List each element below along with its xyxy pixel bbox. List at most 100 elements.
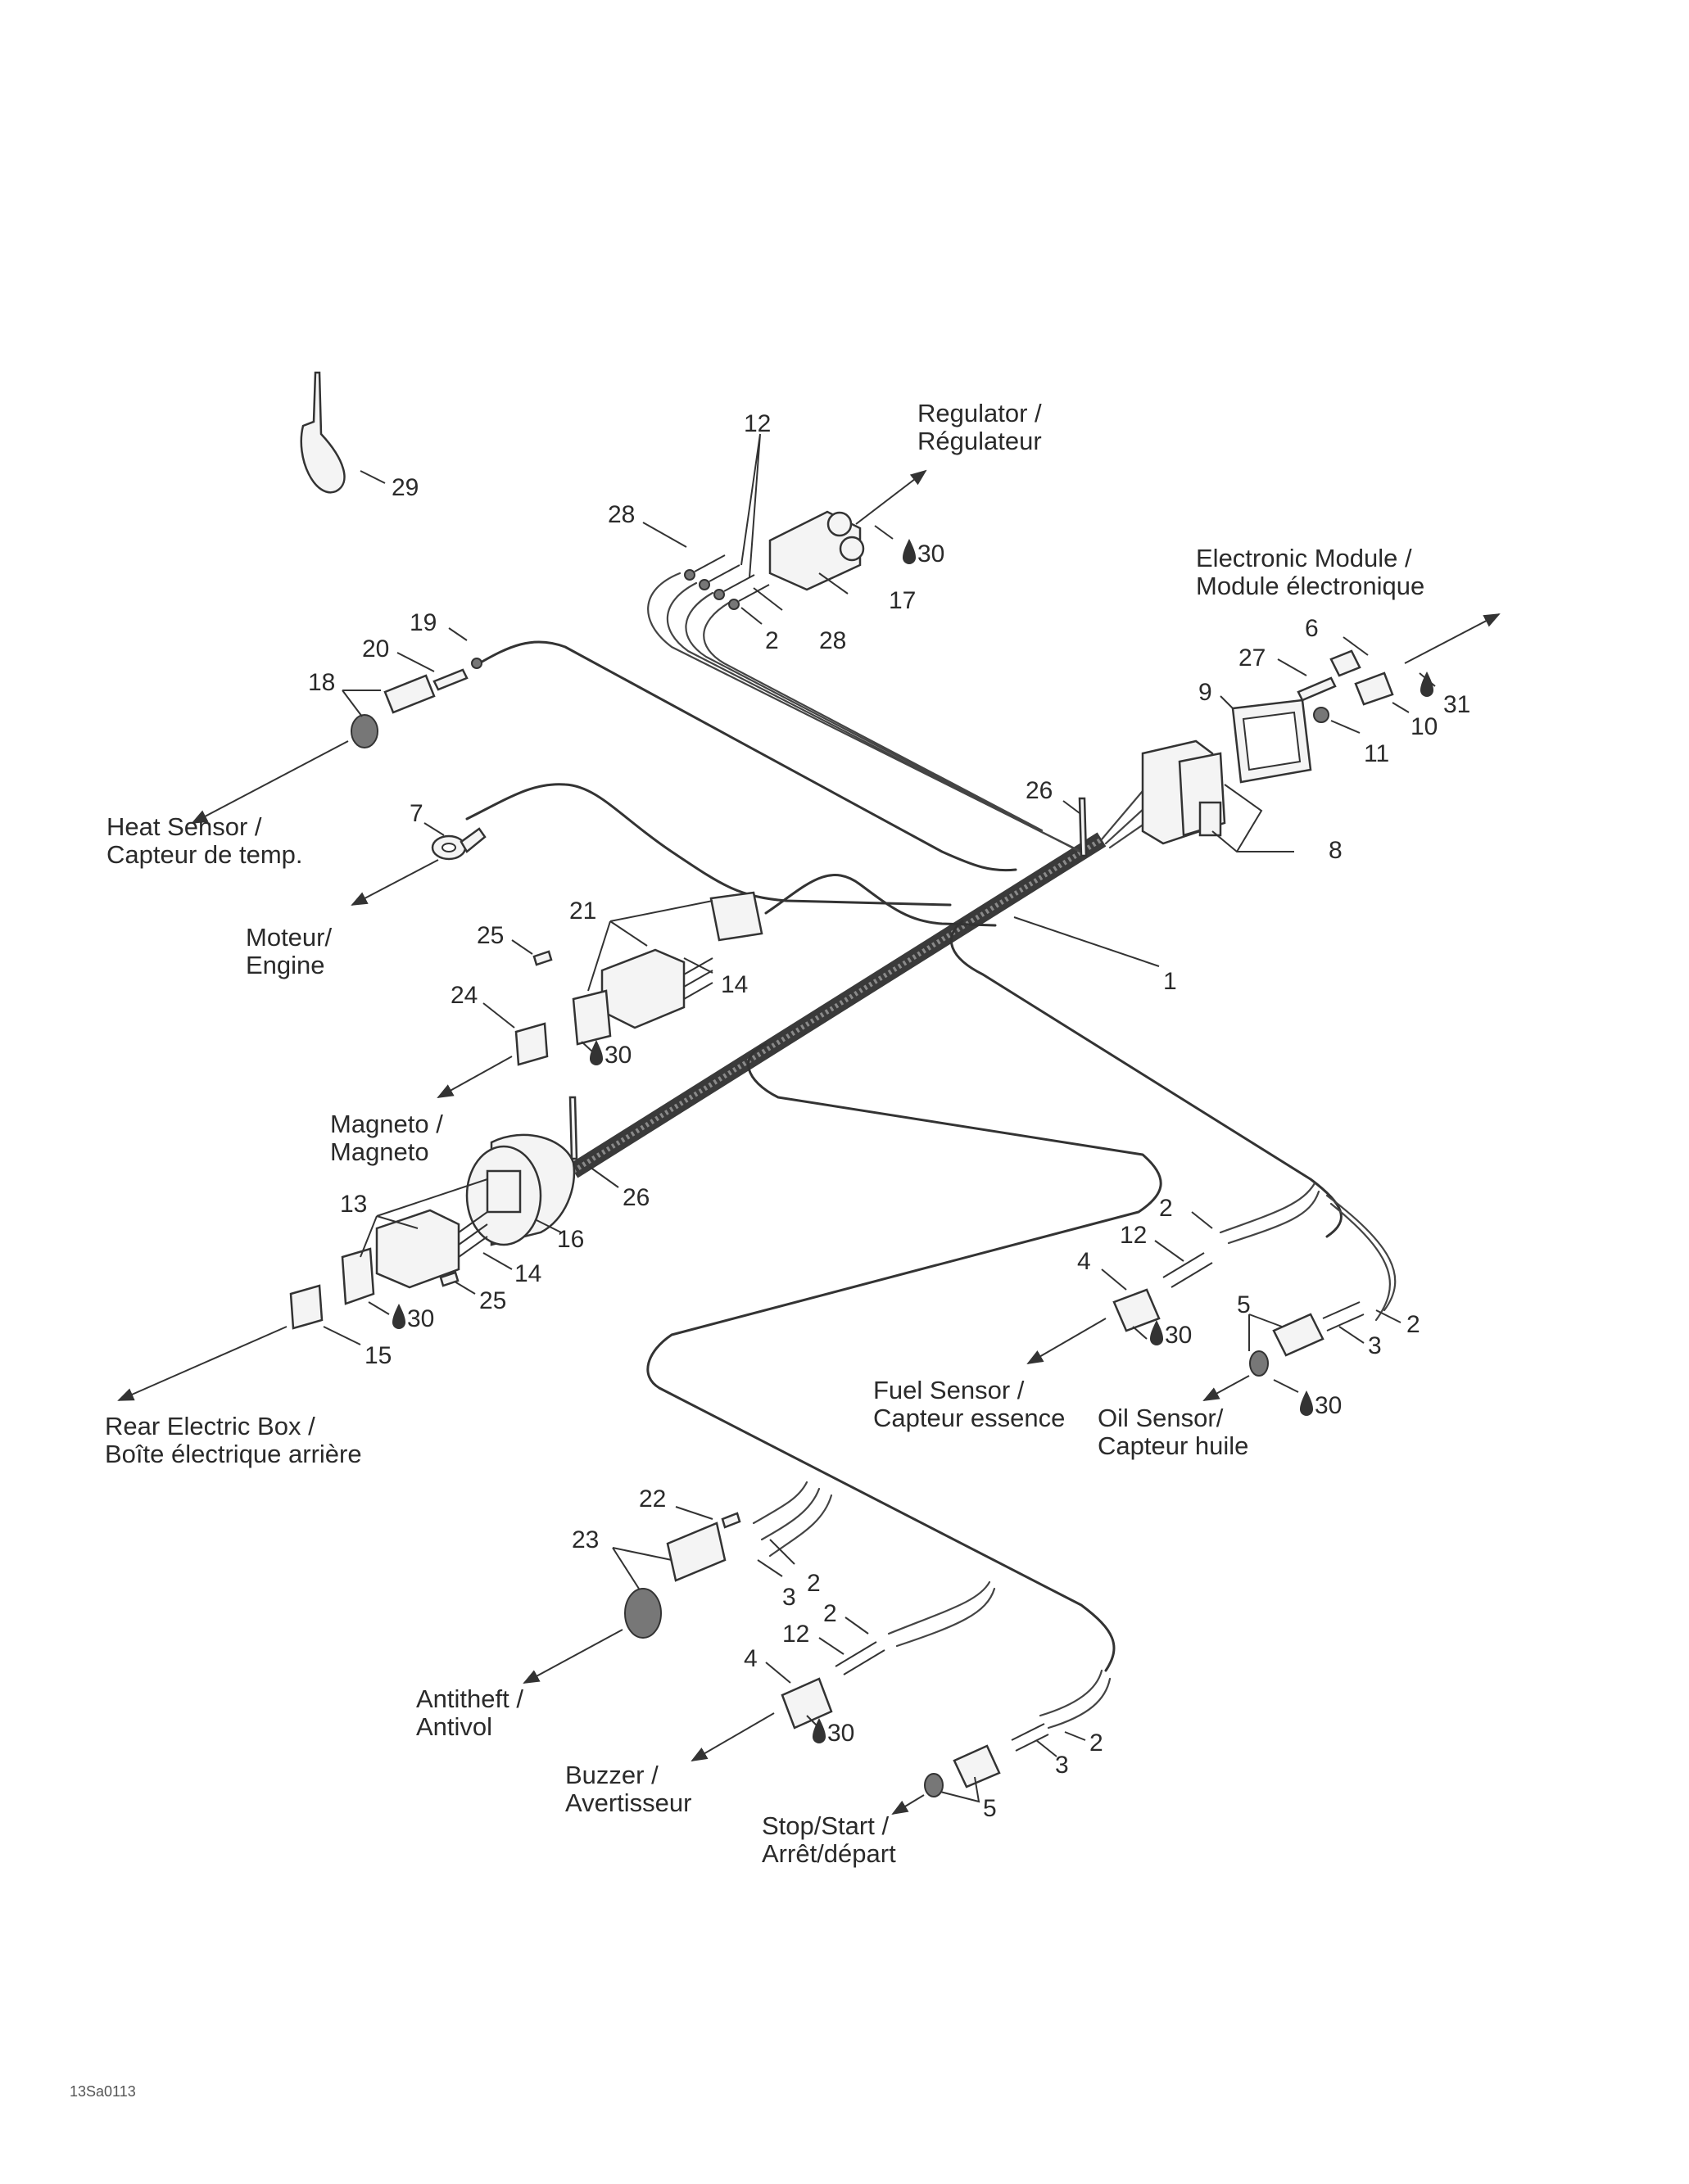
callout-2: 2 bbox=[807, 1570, 821, 1597]
callout-numbers: 29 12 28 28 2 17 30 19 20 18 6 27 9 10 1… bbox=[308, 410, 1470, 1822]
lubricant-callout: 30 bbox=[590, 1040, 632, 1069]
callout-30: 30 bbox=[827, 1720, 854, 1747]
arrow-buzzer bbox=[691, 1712, 775, 1762]
rear-connector-icon bbox=[341, 1209, 488, 1305]
regulator-wire bbox=[666, 581, 1081, 853]
label-regulator-en: Regulator / bbox=[917, 399, 1042, 427]
parts bbox=[289, 371, 1394, 1797]
callout-12: 12 bbox=[1120, 1222, 1147, 1249]
magneto-plug-icon bbox=[514, 1022, 549, 1066]
pin-icon bbox=[439, 1271, 460, 1287]
callout-8: 8 bbox=[1329, 837, 1343, 864]
label-engine-en: Engine bbox=[246, 951, 325, 979]
callout-26: 26 bbox=[623, 1184, 650, 1211]
callout-5: 5 bbox=[1237, 1291, 1251, 1318]
callout-30: 30 bbox=[1165, 1322, 1192, 1349]
label-magneto-fr: Magneto bbox=[330, 1137, 429, 1166]
label-stop-start-fr: Arrêt/départ bbox=[762, 1839, 896, 1868]
callout-11: 11 bbox=[1364, 740, 1389, 767]
arrow-regulator bbox=[855, 469, 927, 525]
callout-17: 17 bbox=[889, 587, 916, 614]
oil-sensor-wire bbox=[1325, 1194, 1397, 1312]
main-harness-texture bbox=[572, 837, 1103, 1173]
arrow-module bbox=[1404, 613, 1501, 664]
callout-12: 12 bbox=[782, 1621, 809, 1648]
callout-3: 3 bbox=[1055, 1752, 1069, 1779]
pin-icon bbox=[721, 1512, 741, 1529]
lubricant-drop-icon bbox=[1150, 1320, 1163, 1345]
buzzer-wire bbox=[887, 1580, 991, 1635]
callout-18: 18 bbox=[308, 669, 335, 696]
fuel-sensor-wire bbox=[1219, 1182, 1316, 1234]
fuel-sensor-wire bbox=[1227, 1190, 1320, 1245]
callout-23: 23 bbox=[572, 1526, 599, 1553]
cable-tie-icon bbox=[1078, 797, 1088, 857]
callout-12: 12 bbox=[744, 410, 771, 437]
callout-4: 4 bbox=[744, 1645, 758, 1672]
heat-sensor-parts-icon bbox=[351, 658, 482, 748]
arrow-oil-sensor bbox=[1202, 1375, 1250, 1401]
label-stop-start-en: Stop/Start / bbox=[762, 1811, 889, 1840]
callout-28: 28 bbox=[608, 501, 635, 528]
regulator-wire bbox=[703, 601, 1044, 832]
callout-30: 30 bbox=[605, 1042, 632, 1069]
callout-6: 6 bbox=[1305, 615, 1319, 642]
pin-icon bbox=[532, 950, 553, 966]
callout-2: 2 bbox=[765, 627, 779, 654]
callout-14: 14 bbox=[514, 1260, 541, 1287]
stop-start-wire bbox=[1047, 1677, 1112, 1730]
antitheft-wire bbox=[760, 1487, 821, 1541]
callout-1: 1 bbox=[1163, 968, 1177, 995]
callout-3: 3 bbox=[1368, 1332, 1382, 1359]
callout-28: 28 bbox=[819, 627, 846, 654]
stop-start-wire bbox=[1039, 1669, 1103, 1717]
label-rear-box-en: Rear Electric Box / bbox=[105, 1412, 315, 1440]
lubricant-callout: 31 bbox=[1420, 671, 1470, 718]
label-oil-sensor-en: Oil Sensor/ bbox=[1098, 1404, 1224, 1432]
engine-ground-wire bbox=[465, 783, 952, 907]
callout-2: 2 bbox=[823, 1600, 837, 1627]
callout-4: 4 bbox=[1077, 1248, 1091, 1275]
label-engine-fr: Moteur/ bbox=[246, 923, 332, 952]
antitheft-wire bbox=[768, 1494, 833, 1558]
stop-start-connector-icon bbox=[924, 1723, 1049, 1797]
lubricant-callout: 30 bbox=[1150, 1320, 1192, 1349]
callout-15: 15 bbox=[365, 1342, 392, 1369]
lubricant-callout: 30 bbox=[392, 1304, 434, 1332]
buzzer-wire bbox=[895, 1587, 996, 1648]
callout-24: 24 bbox=[451, 982, 478, 1009]
label-module-fr: Module électronique bbox=[1196, 572, 1424, 600]
label-antitheft-en: Antitheft / bbox=[416, 1684, 523, 1713]
antitheft-connector-icon bbox=[624, 1512, 741, 1639]
regulator-wire bbox=[685, 591, 1035, 829]
callout-5: 5 bbox=[983, 1795, 997, 1822]
label-antitheft-fr: Antivol bbox=[416, 1712, 492, 1741]
callout-21: 21 bbox=[569, 898, 596, 925]
arrow-magneto bbox=[437, 1056, 513, 1098]
oil-sensor-connector-icon bbox=[1249, 1301, 1365, 1377]
arrow-fuel-sensor bbox=[1026, 1318, 1107, 1365]
regulator-connector-icon bbox=[768, 510, 865, 591]
callout-31: 31 bbox=[1443, 691, 1470, 718]
callout-leaders bbox=[323, 433, 1436, 1803]
label-magneto-en: Magneto / bbox=[330, 1110, 443, 1138]
label-buzzer-fr: Avertisseur bbox=[565, 1788, 692, 1817]
callout-2: 2 bbox=[1406, 1311, 1420, 1338]
lubricant-callout: 30 bbox=[1300, 1390, 1342, 1419]
module-small-parts-icon bbox=[1297, 649, 1394, 723]
module-connector-icon bbox=[1141, 739, 1226, 845]
label-buzzer-en: Buzzer / bbox=[565, 1761, 659, 1789]
label-rear-box-fr: Boîte électrique arrière bbox=[105, 1440, 362, 1468]
cable-tie-icon bbox=[300, 371, 346, 494]
callout-22: 22 bbox=[639, 1485, 666, 1513]
callout-13: 13 bbox=[340, 1191, 367, 1218]
magneto-housing-icon bbox=[465, 1133, 576, 1246]
fuel-sensor-connector-icon bbox=[1112, 1252, 1213, 1332]
callout-29: 29 bbox=[392, 474, 419, 501]
callout-25: 25 bbox=[477, 922, 504, 949]
antitheft-wire bbox=[752, 1481, 808, 1525]
module-seal-icon bbox=[1231, 699, 1312, 784]
label-heat-sensor-fr: Capteur de temp. bbox=[106, 840, 303, 869]
lubricant-drop-icon bbox=[590, 1040, 603, 1065]
